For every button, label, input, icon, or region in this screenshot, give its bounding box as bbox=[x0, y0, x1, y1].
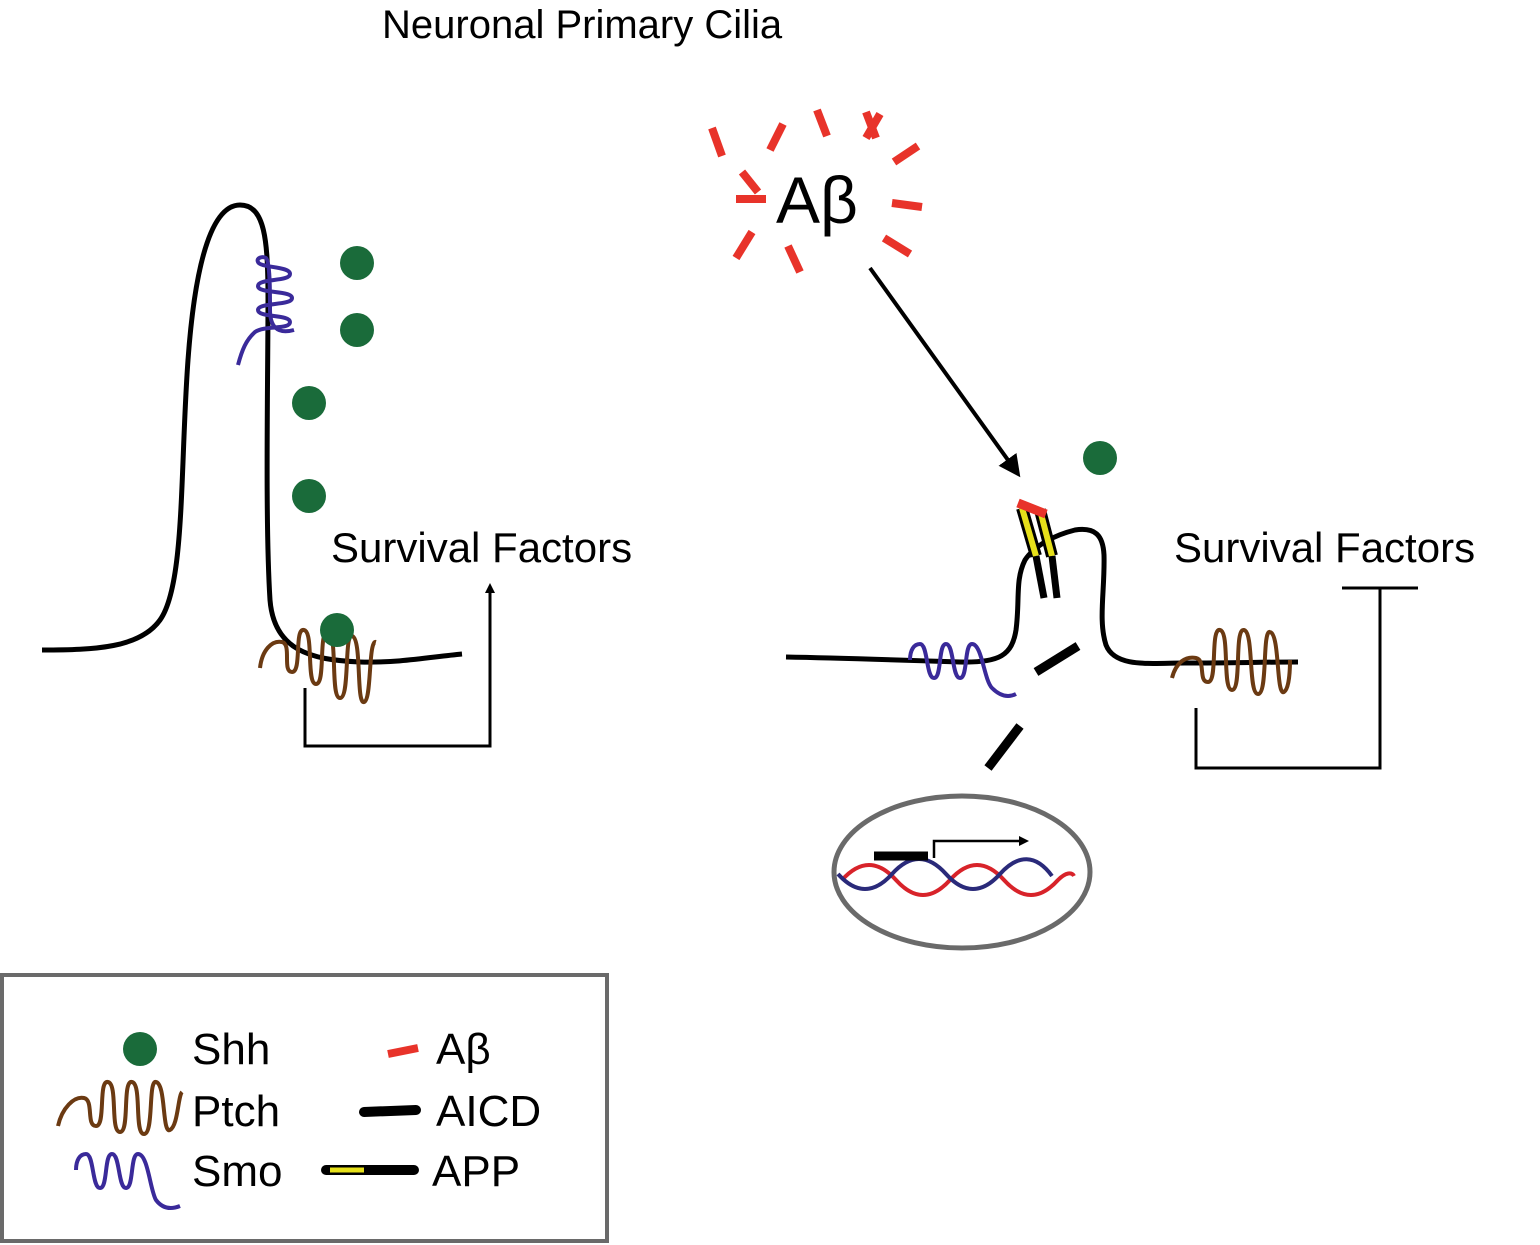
abeta-burst-label: Aβ bbox=[776, 163, 858, 237]
legend-label-abeta: Aβ bbox=[436, 1025, 491, 1074]
shh-icon bbox=[123, 1032, 157, 1066]
legend-label-ptch: Ptch bbox=[192, 1087, 280, 1136]
shh-dot bbox=[292, 386, 326, 420]
shh-dot bbox=[320, 613, 354, 647]
shh-dot bbox=[340, 246, 374, 280]
legend-label-smo: Smo bbox=[192, 1147, 282, 1196]
legend-label-aicd: AICD bbox=[436, 1087, 541, 1136]
legend-label-shh: Shh bbox=[192, 1025, 270, 1074]
aicd-trail-segment bbox=[1033, 642, 1081, 676]
dna-strand-blue bbox=[836, 857, 1054, 891]
right-cilium-panel: Aβ Survival Factors bbox=[708, 108, 1475, 951]
abeta-to-cilium-arrow bbox=[868, 266, 1021, 478]
app-protein-on-cilium bbox=[1016, 498, 1061, 599]
abeta-icon bbox=[387, 1044, 419, 1058]
shh-dot bbox=[340, 313, 374, 347]
left-smo-protein bbox=[236, 255, 295, 366]
left-ptch-protein bbox=[258, 628, 378, 705]
aicd-icon bbox=[359, 1105, 421, 1117]
left-cilium-membrane bbox=[41, 202, 463, 665]
legend-label-app: APP bbox=[432, 1147, 520, 1196]
legend: Shh Ptch Smo Aβ AICD APP bbox=[0, 973, 609, 1243]
right-smo-protein bbox=[908, 641, 1017, 698]
page-title: Neuronal Primary Cilia bbox=[382, 3, 783, 47]
left-pathway-arrow bbox=[303, 583, 495, 748]
smo-icon bbox=[74, 1151, 181, 1210]
right-ptch-protein bbox=[1170, 627, 1292, 697]
shh-dot bbox=[1083, 441, 1117, 475]
left-cilium-panel: Survival Factors bbox=[41, 202, 632, 748]
left-survival-factors-label: Survival Factors bbox=[331, 524, 632, 571]
transcription-arrow bbox=[932, 836, 1029, 858]
aicd-trail-segment bbox=[984, 723, 1024, 771]
right-cilium-membrane bbox=[785, 526, 1299, 666]
right-pathway-inhibition bbox=[1194, 588, 1382, 770]
ptch-icon bbox=[56, 1079, 184, 1137]
shh-dot bbox=[292, 479, 326, 513]
right-survival-factors-label: Survival Factors bbox=[1174, 524, 1475, 571]
abeta-burst bbox=[708, 108, 923, 274]
